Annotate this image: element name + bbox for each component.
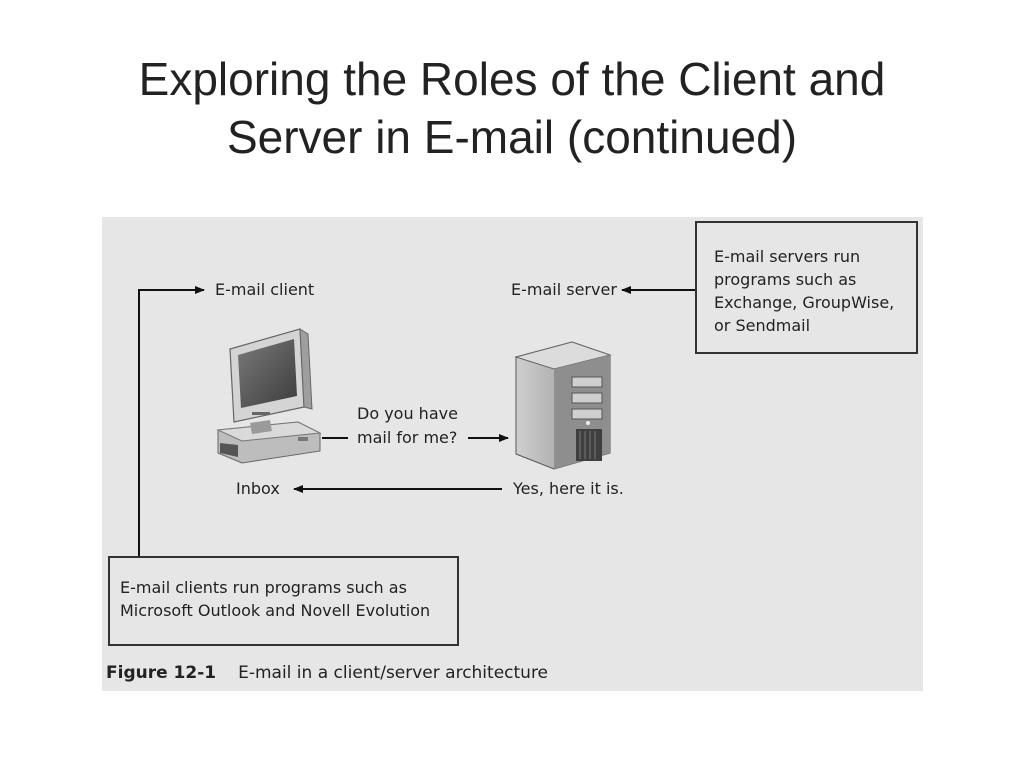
client-note-line: Microsoft Outlook and Novell Evolution: [120, 601, 431, 620]
email-server-label: E-mail server: [511, 280, 617, 299]
figure-caption-text: E-mail in a client/server architecture: [238, 663, 549, 683]
client-connector-arrow: [138, 286, 205, 557]
server-note-box: E-mail servers run programs such as Exch…: [695, 221, 918, 354]
slide-title-line-1: Exploring the Roles of the Client and: [138, 53, 886, 105]
request-text-line-1: Do you have: [357, 404, 458, 423]
server-note-line: programs such as: [714, 270, 857, 289]
diagram-graphics: [138, 286, 696, 557]
client-note-box: E-mail clients run programs such as Micr…: [108, 556, 459, 646]
slide-title-line-2: Server in E-mail (continued): [226, 111, 798, 163]
client-note-line: E-mail clients run programs such as: [120, 578, 407, 597]
server-note-line: or Sendmail: [714, 316, 811, 335]
response-text: Yes, here it is.: [513, 479, 624, 498]
client-computer-icon: [216, 328, 322, 464]
email-client-label: E-mail client: [215, 280, 315, 299]
figure-number: Figure 12-1: [106, 663, 217, 683]
server-note-line: E-mail servers run: [714, 247, 861, 266]
figure-caption: Figure 12-1 E-mail in a client/server arc…: [106, 663, 548, 683]
server-tower-icon: [514, 341, 612, 470]
inbox-label: Inbox: [236, 479, 280, 498]
request-text-line-2: mail for me?: [357, 428, 458, 447]
server-note-line: Exchange, GroupWise,: [714, 293, 895, 312]
slide-title: Exploring the Roles of the Client and Se…: [0, 50, 1024, 166]
client-server-figure: E-mail client E-mail server Do you have …: [102, 217, 923, 691]
